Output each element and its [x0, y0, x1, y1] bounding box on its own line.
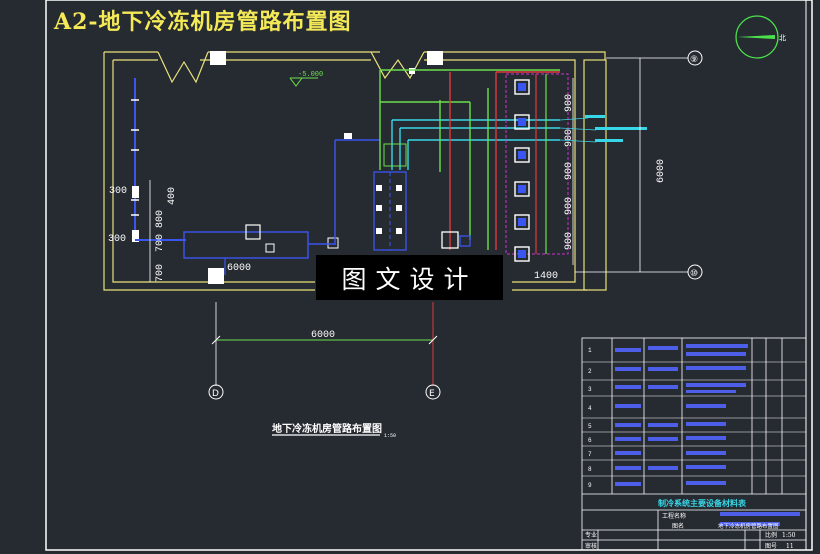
number-label: 图号 — [765, 543, 777, 550]
svg-text:9: 9 — [588, 482, 592, 489]
svg-text:7: 7 — [588, 451, 592, 458]
svg-text:1: 1 — [588, 347, 592, 354]
plan-caption: 地下冷冻机房管路布置图 1:50 — [272, 422, 396, 439]
column — [409, 68, 415, 74]
svg-text:3: 3 — [588, 386, 592, 393]
column — [208, 268, 224, 284]
left-equipment — [183, 224, 339, 275]
pump — [459, 235, 471, 247]
left-riser — [131, 78, 186, 242]
plan-caption-text: 地下冷冻机房管路布置图 — [272, 422, 382, 435]
dim-bottom-1400: 1400 — [534, 271, 558, 282]
dim-right-900: 900 — [564, 162, 575, 180]
room-walls — [103, 51, 607, 291]
axis-label-d: D — [212, 389, 219, 399]
dim-left-700a: 700 — [155, 234, 166, 252]
pipe-annotations — [559, 115, 647, 143]
dim-right-900: 900 — [564, 129, 575, 147]
elevation-text: -5.000 — [298, 71, 323, 79]
project-label: 工程名称 — [662, 512, 686, 520]
drawing-title: A2-地下冷冻机房管路布置图 — [54, 9, 352, 35]
drawing-frame — [45, 0, 813, 551]
pump-column — [505, 73, 569, 262]
check-label: 审核 — [585, 542, 597, 550]
axis-label-10: ⑩ — [690, 269, 698, 279]
drawing-label: 图名 — [672, 522, 684, 530]
design-label: 专业 — [585, 531, 597, 539]
pump — [441, 231, 459, 249]
title-block — [581, 337, 807, 551]
left-dimensions: 300 400 300 800 700 700 — [108, 186, 178, 282]
dim-right-900: 900 — [564, 94, 575, 112]
dim-left-400: 400 — [167, 187, 178, 205]
watermark: 图文设计 — [316, 255, 503, 300]
dim-right-900: 900 — [564, 197, 575, 215]
dim-grid-6000-right: 6000 — [656, 159, 667, 183]
right-dimensions: 900 900 900 900 900 1400 — [534, 78, 575, 282]
svg-text:8: 8 — [588, 466, 592, 473]
column — [210, 51, 226, 65]
drawing-name: 地下冷冻机房管路布置图 — [718, 522, 779, 530]
svg-text:6: 6 — [588, 437, 592, 444]
dim-left-800: 800 — [155, 210, 166, 228]
plan-scale-text: 1:50 — [384, 433, 396, 439]
north-arrow: 北 — [735, 15, 786, 59]
column — [427, 51, 443, 65]
number-value: 11 — [786, 543, 794, 550]
main-pipes — [334, 69, 560, 250]
title-block-row-codes: 1 2 3 4 5 6 7 8 9 — [588, 347, 592, 489]
scale-value: 1:50 — [782, 532, 796, 539]
dim-left-300b: 300 — [108, 234, 126, 245]
dim-grid-6000: 6000 — [311, 330, 335, 341]
dim-right-900: 900 — [564, 232, 575, 250]
svg-text:4: 4 — [588, 405, 592, 412]
axis-label-9: ⑨ — [690, 55, 698, 65]
elevation-marker: -5.000 — [289, 71, 323, 87]
grid-axes: ⑨ ⑩ 6000 6000 D E — [208, 50, 703, 400]
svg-text:2: 2 — [588, 368, 592, 375]
chiller-units — [373, 143, 407, 251]
dim-left-700b: 700 — [155, 264, 166, 282]
dim-left-300a: 300 — [109, 186, 127, 197]
title-block-filler — [615, 344, 800, 526]
table-title: 制冷系统主要设备材料表 — [658, 498, 747, 508]
north-label: 北 — [779, 34, 786, 42]
axis-label-e: E — [429, 389, 435, 399]
title-block-text: 制冷系统主要设备材料表 工程名称 图名 地下冷冻机房管路布置图 比例 1:50 … — [585, 498, 796, 550]
svg-text:5: 5 — [588, 423, 592, 430]
scale-label: 比例 — [765, 531, 777, 539]
dim-room-6000: 6000 — [227, 263, 251, 274]
title-block-rows — [582, 361, 806, 477]
